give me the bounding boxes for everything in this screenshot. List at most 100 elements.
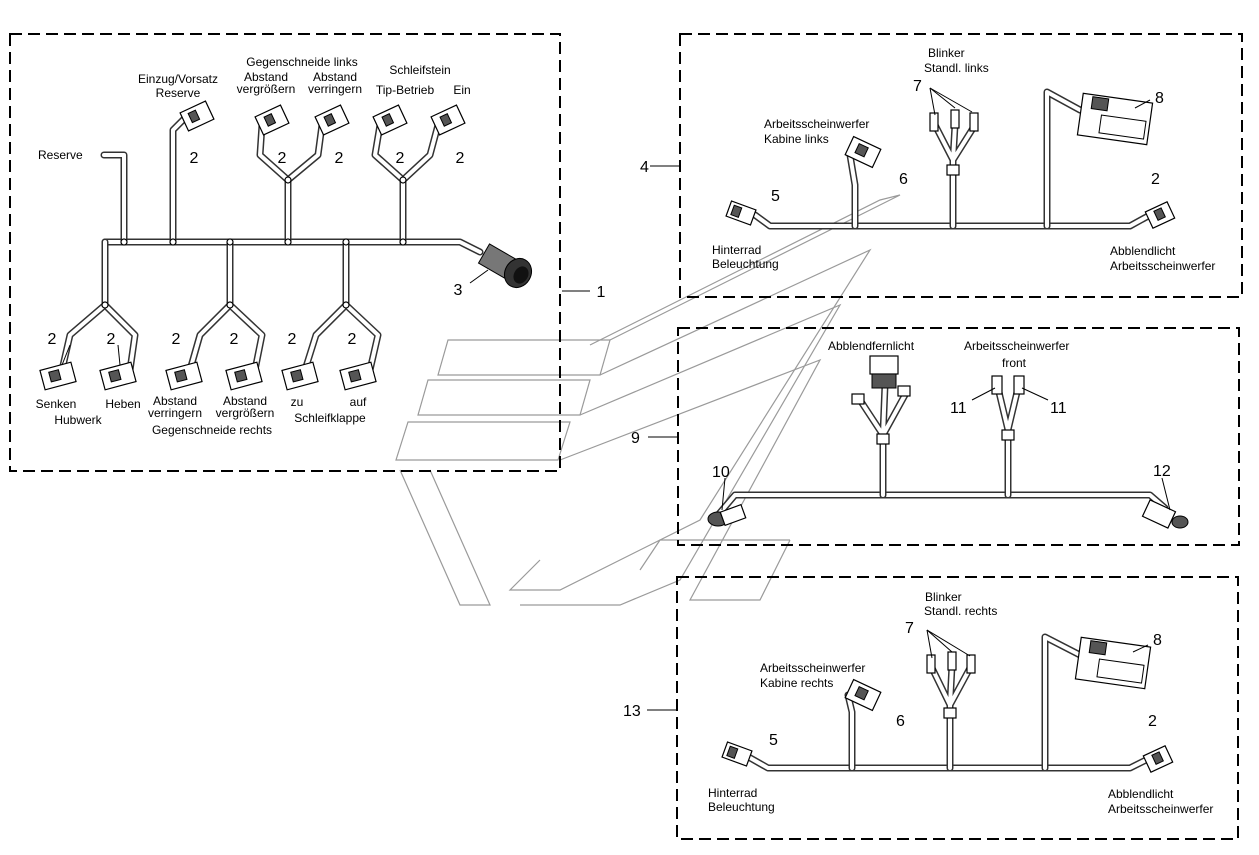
connector-hinterrad xyxy=(721,741,753,767)
connector-bottom-senken xyxy=(39,361,77,391)
label-gegenschneide-links: Gegenschneide links xyxy=(246,55,357,69)
label-p9-front: front xyxy=(1002,356,1027,370)
callout-6: 6 xyxy=(899,171,908,188)
panel-9-harness-front: Abblendfernlicht Arbeitsscheinwerfer fro… xyxy=(631,327,1240,546)
connector-top-vergroessern xyxy=(254,104,290,136)
label-p4-hinterrad: Hinterrad xyxy=(712,243,761,257)
panel-4-harness-left: Blinker Standl. links Arbeitsscheinwerfe… xyxy=(640,33,1243,298)
connector-bottom-vergroessern xyxy=(225,361,263,391)
callout-6: 6 xyxy=(896,713,905,730)
label-vergroessern-top: vergrößern xyxy=(237,82,296,96)
connector-bottom-verringern xyxy=(165,361,203,391)
callout-2: 2 xyxy=(348,331,357,348)
callout-7: 7 xyxy=(913,78,922,95)
connector-11-right xyxy=(1013,375,1025,395)
connector-abblendlicht xyxy=(1144,200,1176,230)
panel-13-frame xyxy=(676,576,1239,840)
connector-hinterrad xyxy=(725,200,757,226)
callout-2: 2 xyxy=(190,150,199,167)
connector-top-ein xyxy=(430,104,466,136)
connector-blinker xyxy=(929,109,979,132)
label-vergroessern-bottom: vergrößern xyxy=(216,406,275,420)
connector-abblendfernlicht xyxy=(851,355,911,405)
label-p4-arbeits: Arbeitsscheinwerfer xyxy=(764,117,869,131)
label-einzug-vorsatz: Einzug/Vorsatz xyxy=(138,72,218,86)
label-p9-arbeits: Arbeitsscheinwerfer xyxy=(964,339,1069,353)
callout-8: 8 xyxy=(1155,90,1164,107)
callout-11: 11 xyxy=(950,400,967,417)
connector-10 xyxy=(707,503,747,527)
callout-2: 2 xyxy=(396,150,405,167)
connector-8 xyxy=(1074,636,1152,690)
label-tip-betrieb: Tip-Betrieb xyxy=(376,83,435,97)
connector-top-tip xyxy=(372,104,408,136)
callout-2: 2 xyxy=(456,150,465,167)
connector-12 xyxy=(1141,499,1189,529)
label-p13-abblendlicht: Abblendlicht xyxy=(1108,787,1174,801)
callout-2: 2 xyxy=(1151,171,1160,188)
label-p13-kabine-rechts: Kabine rechts xyxy=(760,676,833,690)
panel-13-harness-right: Blinker Standl. rechts Arbeitsscheinwerf… xyxy=(623,576,1239,840)
label-verringern-top: verringern xyxy=(308,82,362,96)
callout-10: 10 xyxy=(712,464,730,481)
connector-top-einzug xyxy=(179,100,215,132)
label-gegenschneide-rechts: Gegenschneide rechts xyxy=(152,423,272,437)
callout-5: 5 xyxy=(771,188,780,205)
callout-9: 9 xyxy=(631,430,640,447)
panel-1-main-harness: Reserve Einzug/Vorsatz Reserve Gegenschn… xyxy=(9,33,606,472)
connector-abblendlicht xyxy=(1142,744,1174,774)
connector-8 xyxy=(1076,92,1154,146)
label-p4-abblendlicht: Abblendlicht xyxy=(1110,244,1176,258)
connector-top-verringern xyxy=(314,104,350,136)
label-reserve-top: Reserve xyxy=(156,86,201,100)
callout-2: 2 xyxy=(107,331,116,348)
label-abstand-top-2: Abstand xyxy=(313,70,357,84)
label-schleifklappe: Schleifklappe xyxy=(294,411,366,425)
label-hubwerk: Hubwerk xyxy=(54,413,102,427)
label-auf: auf xyxy=(350,395,367,409)
callout-13: 13 xyxy=(623,703,641,720)
callout-2: 2 xyxy=(48,331,57,348)
watermark-logo xyxy=(395,194,901,606)
connector-bottom-heben xyxy=(99,361,137,391)
callout-1: 1 xyxy=(597,284,606,301)
label-p4-beleuchtung: Beleuchtung xyxy=(712,257,779,271)
label-abstand-bottom-1: Abstand xyxy=(153,394,197,408)
callout-12: 12 xyxy=(1153,463,1171,480)
label-p4-standl-links: Standl. links xyxy=(924,61,989,75)
label-p13-arbeits: Arbeitsscheinwerfer xyxy=(760,661,865,675)
junction-clips xyxy=(101,176,407,309)
label-p4-blinker: Blinker xyxy=(928,46,965,60)
label-p13-beleuchtung: Beleuchtung xyxy=(708,800,775,814)
callout-4: 4 xyxy=(640,159,649,176)
connector-11-left xyxy=(991,375,1003,395)
callout-2: 2 xyxy=(278,150,287,167)
callout-2: 2 xyxy=(288,331,297,348)
connector-kabine-links xyxy=(844,135,882,169)
label-verringern-bottom: verringern xyxy=(148,406,202,420)
panel-1-frame xyxy=(9,33,561,472)
label-abstand-top-1: Abstand xyxy=(244,70,288,84)
connector-bottom-zu xyxy=(281,361,319,391)
label-p13-blinker: Blinker xyxy=(925,590,962,604)
callout-2: 2 xyxy=(172,331,181,348)
label-zu: zu xyxy=(291,395,304,409)
label-schleifstein: Schleifstein xyxy=(389,63,450,77)
callout-11: 11 xyxy=(1050,400,1067,417)
label-ein: Ein xyxy=(453,83,470,97)
callout-2: 2 xyxy=(335,150,344,167)
label-p13-standl-rechts: Standl. rechts xyxy=(924,604,997,618)
label-heben: Heben xyxy=(105,397,140,411)
label-p13-hinterrad: Hinterrad xyxy=(708,786,757,800)
label-p4-arbeits2: Arbeitsscheinwerfer xyxy=(1110,259,1215,273)
label-reserve-left: Reserve xyxy=(38,148,83,162)
label-abstand-bottom-2: Abstand xyxy=(223,394,267,408)
label-p9-abblendfernlicht: Abblendfernlicht xyxy=(828,339,915,353)
callout-8: 8 xyxy=(1153,632,1162,649)
label-senken: Senken xyxy=(36,397,77,411)
label-p4-kabine-links: Kabine links xyxy=(764,132,829,146)
round-connector-3 xyxy=(477,243,533,289)
callout-2: 2 xyxy=(1148,713,1157,730)
callout-3: 3 xyxy=(454,282,463,299)
